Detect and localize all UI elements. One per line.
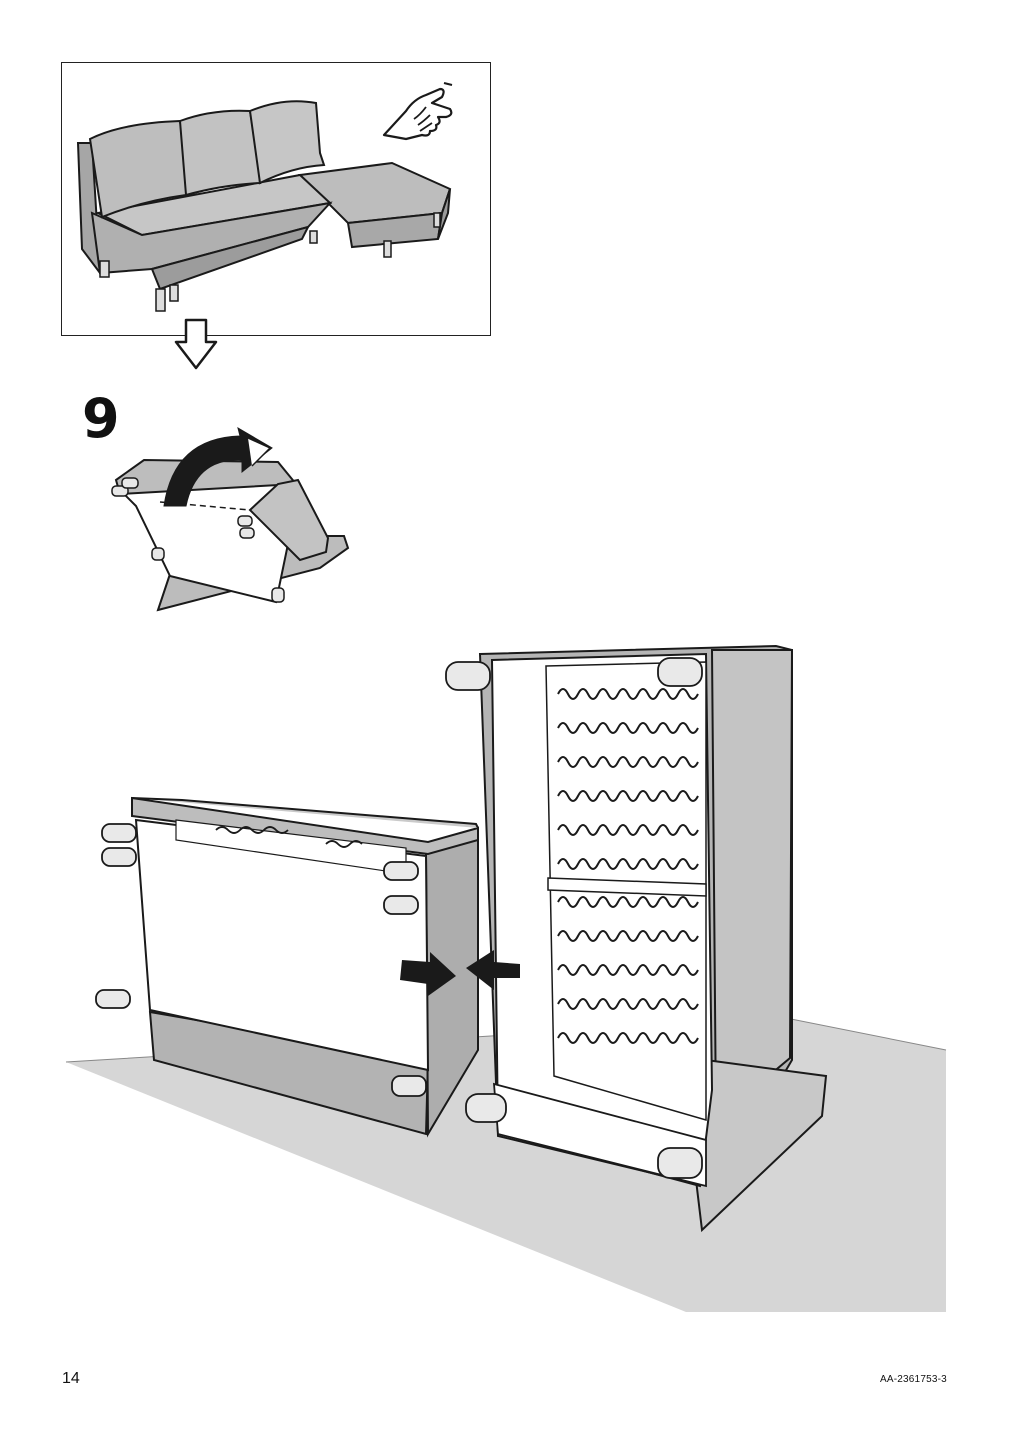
push-arrow-icon [400, 952, 456, 996]
assembled-sofa-panel [61, 62, 491, 336]
page-number: 14 [62, 1370, 80, 1387]
step-number: 9 [82, 387, 120, 450]
rotate-arrow-icon [163, 426, 273, 507]
push-arrows [400, 950, 520, 996]
flip-seat-illustration [111, 458, 350, 612]
touch-hand-icon [382, 82, 453, 141]
push-arrow-icon [466, 950, 520, 990]
document-code: AA-2361753-3 [880, 1374, 947, 1385]
assembled-sofa-illustration [76, 100, 452, 312]
down-arrow-icon [174, 318, 218, 370]
main-assembly-illustration [65, 644, 947, 1312]
